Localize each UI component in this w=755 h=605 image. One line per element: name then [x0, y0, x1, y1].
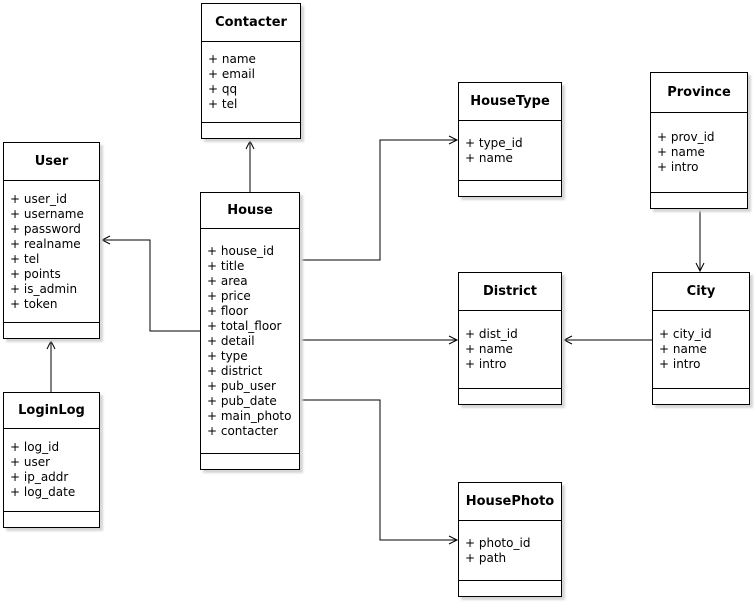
attribute-row: + price: [207, 288, 251, 303]
methods-compartment: [459, 388, 561, 404]
attribute-row: + photo_id: [465, 535, 531, 550]
attribute-row: + contacter: [207, 423, 279, 438]
attribute-row: + house_id: [207, 243, 275, 258]
attribute-row: + type: [207, 348, 248, 363]
attribute-row: + detail: [207, 333, 255, 348]
attribute-row: + user_id: [10, 191, 67, 206]
attribute-row: + intro: [465, 357, 507, 371]
attribute-row: + name: [657, 145, 705, 159]
attribute-row: + ip_addr: [10, 470, 69, 484]
attribute-row: + log_date: [10, 485, 76, 499]
attributes-compartment: + log_id+ user+ ip_addr+ log_date: [4, 429, 99, 511]
attribute-row: + name: [465, 150, 513, 165]
attribute-row: + total_floor: [207, 318, 282, 333]
attribute-row: + pub_user: [207, 378, 276, 393]
attribute-row: + main_photo: [207, 408, 292, 423]
relation-house-housetype-edge[interactable]: [300, 135, 459, 261]
attribute-row: + name: [659, 342, 707, 356]
attribute-row: + type_id: [465, 135, 523, 150]
class-box-housephoto[interactable]: HousePhoto + photo_id+ path: [458, 482, 562, 597]
class-title: LoginLog: [4, 393, 99, 429]
class-box-user[interactable]: User + user_id+ username+ password+ real…: [3, 142, 100, 339]
methods-compartment: [653, 388, 749, 404]
attributes-compartment: + photo_id+ path: [459, 521, 561, 580]
attributes-compartment: + user_id+ username+ password+ realname+…: [4, 181, 99, 322]
methods-compartment: [459, 180, 561, 196]
methods-compartment: [4, 511, 99, 527]
class-title: User: [4, 143, 99, 181]
attribute-row: + qq: [208, 82, 238, 96]
attribute-row: + log_id: [10, 440, 60, 454]
attribute-row: + pub_date: [207, 393, 277, 408]
attribute-row: + dist_id: [465, 327, 518, 341]
attributes-compartment: + house_id+ title+ area+ price+ floor+ t…: [201, 229, 299, 453]
attribute-row: + username: [10, 206, 84, 221]
class-title: HouseType: [459, 83, 561, 121]
attribute-row: + is_admin: [10, 281, 78, 296]
class-box-house[interactable]: House + house_id+ title+ area+ price+ fl…: [200, 192, 300, 470]
class-title: Province: [651, 73, 747, 113]
class-title: District: [459, 273, 561, 311]
class-title: City: [653, 273, 749, 311]
class-box-contacter[interactable]: Contacter + name+ email+ qq+ tel: [201, 3, 301, 139]
attribute-row: + floor: [207, 303, 249, 318]
attribute-row: + token: [10, 296, 58, 311]
class-box-city[interactable]: City + city_id+ name+ intro: [652, 272, 750, 405]
attribute-row: + area: [207, 273, 248, 288]
attribute-row: + realname: [10, 236, 81, 251]
class-title: HousePhoto: [459, 483, 561, 521]
class-box-housetype[interactable]: HouseType + type_id+ name: [458, 82, 562, 197]
attribute-row: + password: [10, 221, 81, 236]
methods-compartment: [202, 122, 300, 138]
attribute-row: + name: [465, 342, 513, 356]
attributes-compartment: + dist_id+ name+ intro: [459, 311, 561, 388]
class-title: House: [201, 193, 299, 229]
relation-house-housephoto-edge[interactable]: [300, 399, 459, 545]
attributes-compartment: + name+ email+ qq+ tel: [202, 42, 300, 122]
attribute-row: + points: [10, 266, 61, 281]
attribute-row: + title: [207, 258, 245, 273]
attribute-row: + prov_id: [657, 130, 715, 144]
class-title: Contacter: [202, 4, 300, 42]
attribute-row: + city_id: [659, 327, 712, 341]
methods-compartment: [201, 453, 299, 469]
methods-compartment: [459, 580, 561, 596]
attribute-row: + tel: [10, 251, 40, 266]
class-box-province[interactable]: Province + prov_id+ name+ intro: [650, 72, 748, 209]
attributes-compartment: + prov_id+ name+ intro: [651, 113, 747, 192]
attribute-row: + intro: [657, 160, 699, 174]
class-box-district[interactable]: District + dist_id+ name+ intro: [458, 272, 562, 405]
attribute-row: + tel: [208, 97, 238, 111]
methods-compartment: [4, 322, 99, 338]
attribute-row: + intro: [659, 357, 701, 371]
methods-compartment: [651, 192, 747, 208]
attribute-row: + path: [465, 550, 507, 565]
attribute-row: + email: [208, 67, 255, 81]
attribute-row: + district: [207, 363, 263, 378]
attributes-compartment: + type_id+ name: [459, 121, 561, 180]
attribute-row: + user: [10, 455, 51, 469]
class-box-loginlog[interactable]: LoginLog + log_id+ user+ ip_addr+ log_da…: [3, 392, 100, 528]
attributes-compartment: + city_id+ name+ intro: [653, 311, 749, 388]
relation-house-user-edge[interactable]: [100, 235, 200, 332]
attribute-row: + name: [208, 52, 256, 66]
